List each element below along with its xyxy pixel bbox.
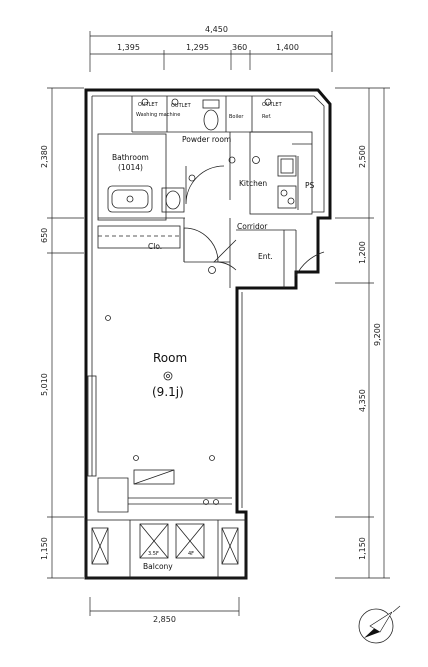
toilet-outlet-label: OUTLET	[171, 103, 192, 109]
bathroom-size-label: (1014)	[118, 163, 143, 172]
balcony-fixtures	[91, 523, 239, 565]
top-dimension-3: 360	[232, 43, 247, 52]
bottom-dimension: 2,850	[153, 615, 176, 624]
top-total-dimension: 4,450	[205, 25, 228, 34]
top-dimensions: 4,450 1,395 1,295 360 1,400	[89, 25, 333, 72]
bathtub	[107, 185, 153, 213]
left-dimension-2: 650	[40, 228, 49, 243]
right-dimension-4: 1,150	[358, 537, 367, 560]
balcony-marker-2: 4F	[188, 551, 194, 557]
top-dimension-4: 1,400	[276, 43, 299, 52]
outlet-icon	[105, 98, 272, 505]
room-labels: Room (9.1j) Powder room Bathroom (1014) …	[112, 135, 315, 571]
corridor-label: Corridor	[237, 222, 268, 231]
interior-walls	[85, 96, 313, 579]
room-area-label: (9.1j)	[152, 385, 184, 399]
right-dimensions: 2,500 1,200 4,350 1,150 9,200	[335, 87, 390, 579]
fridge-label: Ref.	[262, 114, 272, 120]
right-dimension-1: 2,500	[358, 145, 367, 168]
room-name-label: Room	[153, 351, 187, 365]
washbasin	[161, 187, 185, 213]
fixture-labels: OUTLET Washing machine OUTLET Boiler OUT…	[136, 102, 283, 557]
closet-label: Clo.	[148, 242, 162, 251]
fridge-outlet-label: OUTLET	[262, 102, 283, 108]
kitchen-fixtures	[277, 155, 297, 209]
boiler-label: Boiler	[229, 114, 244, 120]
right-total-dimension: 9,200	[373, 323, 382, 346]
balcony-marker-1: 3.5F	[148, 551, 159, 557]
left-dimensions: 2,380 650 5,010 1,150	[40, 87, 84, 579]
toilet	[202, 99, 220, 131]
right-dimension-2: 1,200	[358, 241, 367, 264]
doors	[183, 165, 325, 277]
bathroom-label: Bathroom	[112, 153, 149, 162]
washing-outlet-label: OUTLET	[138, 102, 159, 108]
washing-machine-label: Washing machine	[136, 112, 180, 118]
ps-label: PS	[305, 181, 315, 190]
kitchen-label: Kitchen	[239, 179, 267, 188]
powder-room-label: Powder room	[182, 135, 231, 144]
top-dimension-2: 1,295	[186, 43, 209, 52]
left-dimension-4: 1,150	[40, 537, 49, 560]
north-arrow-icon	[358, 605, 401, 644]
right-dimension-3: 4,350	[358, 389, 367, 412]
left-dimension-3: 5,010	[40, 373, 49, 396]
entrance-label: Ent.	[258, 252, 273, 261]
top-dimension-1: 1,395	[117, 43, 140, 52]
ceiling-light-icon	[163, 156, 260, 381]
balcony-label: Balcony	[143, 562, 173, 571]
bottom-dimensions: 2,850	[89, 597, 240, 624]
left-dimension-1: 2,380	[40, 145, 49, 168]
